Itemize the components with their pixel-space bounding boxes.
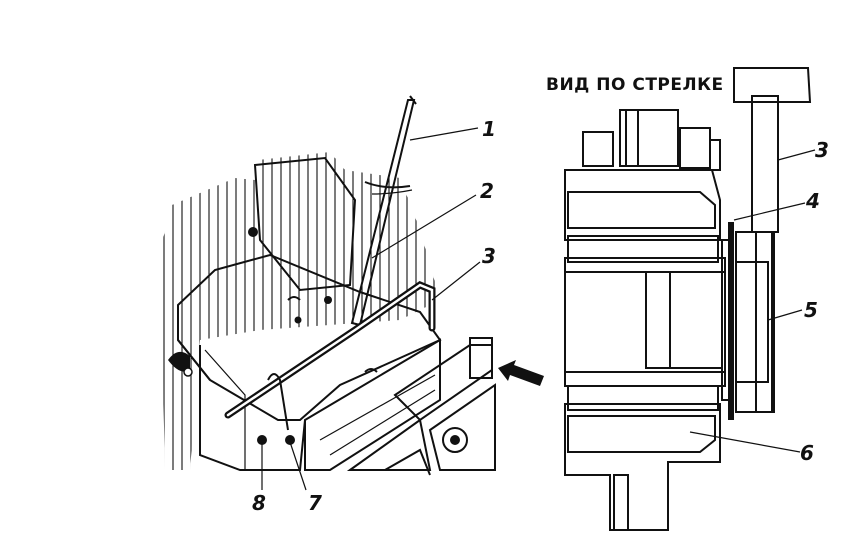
callout-8: 8: [252, 491, 266, 515]
callout-6: 6: [800, 441, 814, 465]
section-view: [564, 67, 816, 531]
leader-3: [431, 261, 481, 301]
callout-7: 7: [308, 491, 322, 515]
perspective-view: [160, 95, 544, 476]
callout-3-right: 3: [815, 138, 829, 162]
view-title: ВИД ПО СТРЕЛКЕ: [546, 75, 724, 95]
callout-4: 4: [805, 189, 820, 213]
leader-2: [371, 194, 477, 259]
callout-3-left: 3: [482, 244, 496, 268]
callout-1: 1: [482, 117, 496, 141]
leader-7: [289, 441, 307, 491]
callout-2: 2: [480, 179, 494, 203]
callout-5: 5: [804, 298, 818, 322]
leader-1: [409, 127, 479, 141]
